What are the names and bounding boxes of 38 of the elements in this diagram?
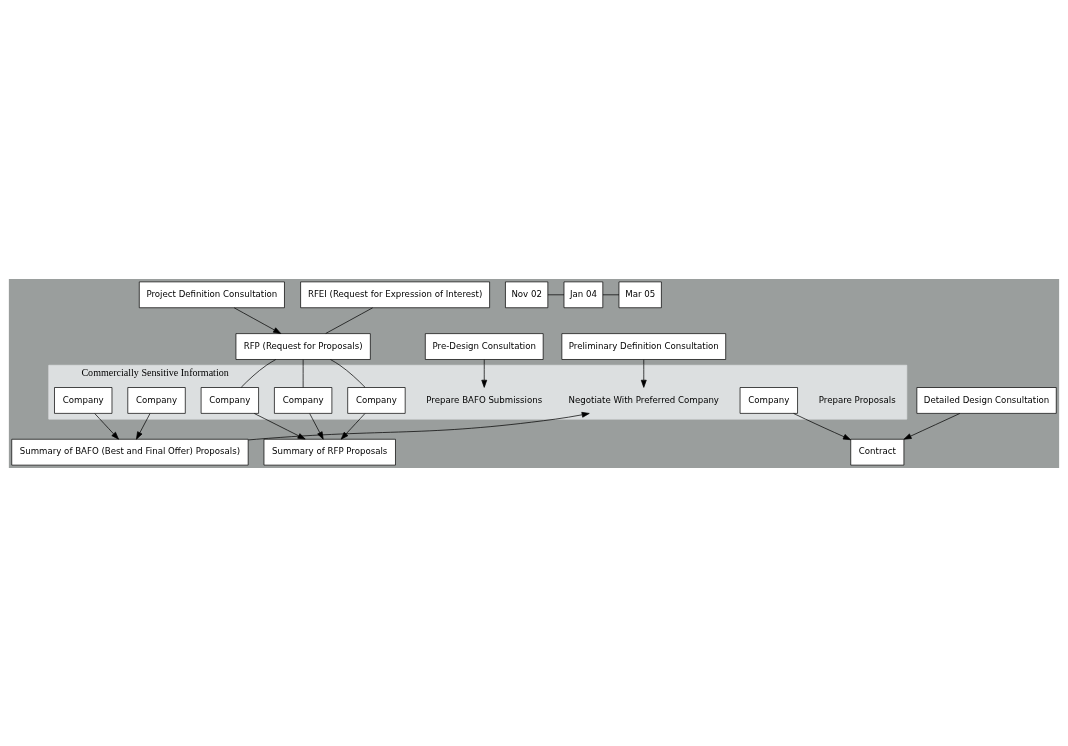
arrow (903, 412, 961, 440)
node-text: Prepare BAFO Submissions (426, 394, 543, 405)
node-box: Preliminary Definition Consultation (561, 332, 727, 360)
node-box: Company (274, 386, 333, 414)
arrow (640, 358, 647, 388)
connector (330, 358, 366, 388)
arrow (253, 412, 306, 439)
node-box: Detailed Design Consultation (916, 386, 1057, 414)
node-text: Prepare Proposals (818, 394, 896, 405)
node-box: Company (127, 386, 186, 414)
connector (602, 293, 620, 295)
node-box: Company (54, 386, 113, 414)
node-box: Company (200, 386, 259, 414)
connector (547, 293, 565, 295)
arrow (233, 306, 282, 334)
node-box: RFP (Request for Proposals) (235, 332, 371, 360)
connector (302, 358, 304, 388)
node-box: RFEI (Request for Expression of Interest) (300, 281, 490, 308)
arrow (481, 358, 488, 388)
arrow (136, 412, 151, 440)
connector (325, 306, 373, 334)
arrow (340, 412, 366, 440)
node-box: Contract (850, 438, 905, 465)
arrow (309, 412, 324, 440)
node-box: Nov 02 (505, 281, 549, 308)
node-box: Project Definition Consultation (138, 281, 285, 308)
node-box: Summary of RFP Proposals (263, 438, 396, 465)
node-box: Summary of BAFO (Best and Final Offer) Proposals) (11, 438, 249, 465)
connector (240, 358, 277, 388)
arrow (248, 411, 590, 440)
node-box: Company (347, 386, 406, 414)
node-box: Mar 05 (618, 281, 662, 308)
node-box: Company (739, 386, 798, 414)
node-box: Pre-Design Consultation (424, 332, 544, 360)
arrow (94, 412, 119, 440)
node-text: Negotiate With Preferred Company (568, 394, 719, 405)
node-box: Jan 04 (563, 281, 604, 308)
arrow (793, 412, 851, 440)
